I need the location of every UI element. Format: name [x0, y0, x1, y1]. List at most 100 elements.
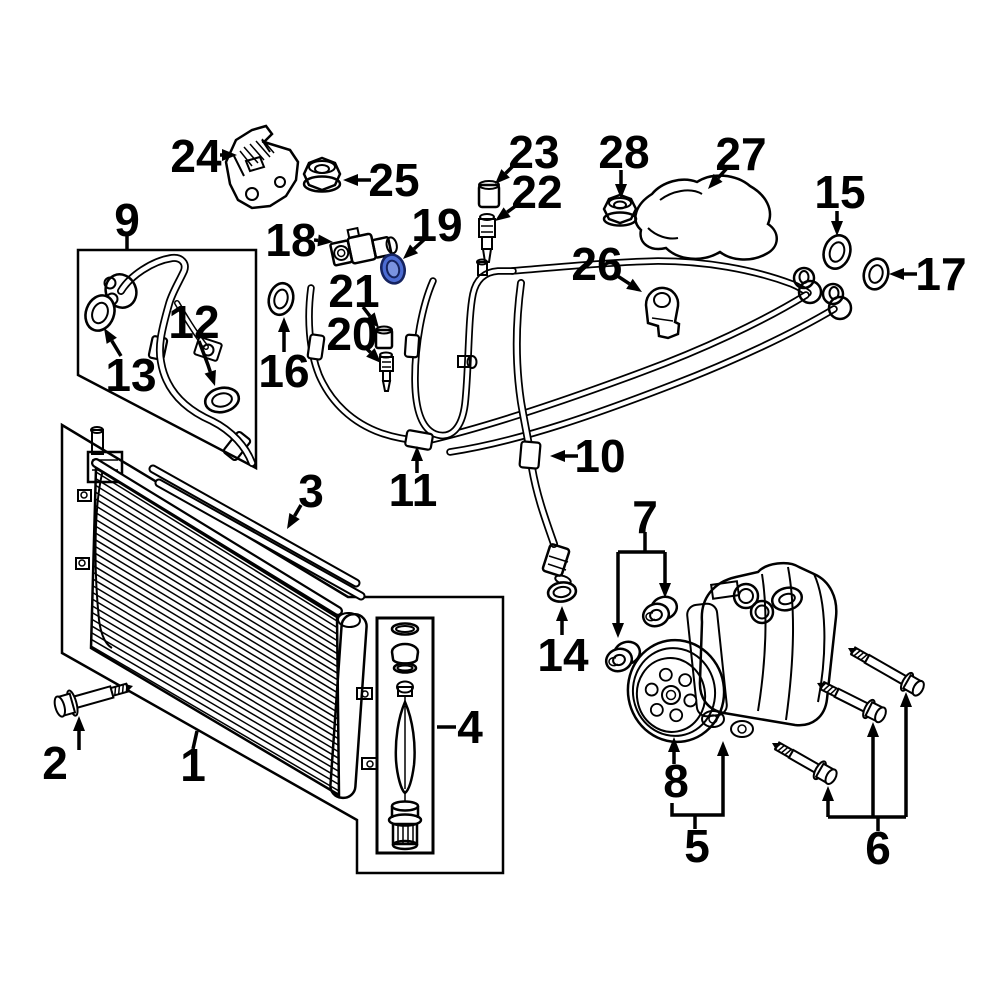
bolt	[817, 680, 887, 724]
part-number[interactable]: 19	[411, 199, 462, 251]
callout-27[interactable]: 27	[708, 128, 767, 189]
mount-bracket	[224, 124, 300, 210]
o-ring-17	[862, 257, 890, 291]
kit-o-ring-b	[392, 662, 418, 674]
o-ring-13	[84, 294, 116, 332]
callout-2[interactable]: 2	[42, 716, 85, 789]
compressor-nuts	[604, 595, 679, 673]
refrigerant-pipes	[305, 257, 838, 548]
callout-13[interactable]: 13	[104, 328, 157, 401]
valve-core-20	[379, 351, 394, 392]
part-number[interactable]: 2	[42, 737, 68, 789]
callout-24[interactable]: 24	[170, 130, 237, 182]
part-number[interactable]: 15	[814, 166, 865, 218]
valve-cap-21	[374, 325, 394, 350]
part-number[interactable]: 22	[511, 166, 562, 218]
bolt	[772, 741, 838, 785]
part-number[interactable]: 5	[684, 820, 710, 872]
mount-nut	[604, 640, 642, 673]
bolt	[848, 646, 925, 697]
callout-10[interactable]: 10	[550, 430, 626, 482]
callout-8[interactable]: 8	[663, 737, 689, 807]
part-number[interactable]: 12	[168, 296, 219, 348]
part-number[interactable]: 7	[632, 491, 658, 543]
bolt	[53, 682, 133, 718]
part-number[interactable]: 18	[265, 214, 316, 266]
callout-26[interactable]: 26	[571, 238, 642, 292]
mount-nut	[641, 595, 679, 628]
callout-21[interactable]: 21	[328, 265, 380, 328]
part-number[interactable]: 23	[508, 126, 559, 178]
part-number[interactable]: 28	[598, 126, 649, 178]
callout-9[interactable]: 9	[114, 194, 140, 250]
compressor-bolts	[772, 646, 925, 785]
kit-o-ring-a	[390, 622, 420, 636]
callout-28[interactable]: 28	[598, 126, 650, 199]
callout-12[interactable]: 12	[168, 296, 220, 386]
part-number[interactable]: 3	[298, 465, 324, 517]
hose-end-fitting	[541, 543, 572, 586]
flange-nut-28	[602, 193, 638, 227]
pipe-collars	[147, 333, 542, 470]
part-number[interactable]: 26	[571, 238, 622, 290]
pipe-collar	[403, 333, 421, 359]
part-number[interactable]: 9	[114, 194, 140, 246]
callout-17[interactable]: 17	[889, 248, 967, 300]
pipe-end-fittings	[792, 266, 853, 321]
callout-6[interactable]: 6	[822, 692, 912, 874]
box-1-condenser	[60, 422, 505, 875]
condenser-core	[89, 465, 341, 798]
flange-nut-25	[302, 156, 342, 193]
part-number[interactable]: 11	[389, 464, 438, 516]
part-number[interactable]: 21	[328, 265, 379, 317]
box-9-hose-assembly	[76, 248, 258, 471]
callout-15[interactable]: 15	[814, 166, 866, 236]
part-number[interactable]: 8	[663, 755, 689, 807]
part-number[interactable]: 27	[715, 128, 766, 180]
part-number[interactable]: 16	[258, 345, 309, 397]
o-ring-15	[822, 234, 852, 270]
part-number[interactable]: 1	[180, 739, 206, 791]
valve-core-22	[477, 213, 496, 276]
callout-22[interactable]: 22	[495, 166, 563, 221]
o-ring-14	[546, 581, 578, 603]
condenser-parts	[75, 426, 378, 800]
heat-shield	[634, 174, 778, 261]
part-number[interactable]: 6	[865, 822, 891, 874]
valve-cap-23	[477, 180, 501, 209]
condenser-bolt	[53, 682, 133, 718]
service-valve-18	[329, 226, 398, 267]
pipe-clip	[644, 286, 681, 340]
callout-19[interactable]: 19	[403, 199, 463, 259]
callout-3[interactable]: 3	[287, 465, 324, 529]
callout-16[interactable]: 16	[258, 317, 310, 397]
callout-4[interactable]: 4	[437, 701, 483, 753]
part-number[interactable]: 10	[574, 430, 625, 482]
callout-14[interactable]: 14	[537, 606, 589, 681]
pipe-stubs	[457, 258, 488, 369]
pipe-collar	[518, 440, 542, 470]
compressor	[626, 561, 838, 744]
callout-25[interactable]: 25	[343, 154, 420, 206]
pipe-collar	[404, 429, 434, 451]
drier-kit-parts	[387, 642, 423, 851]
part-number[interactable]: 4	[457, 701, 483, 753]
callout-23[interactable]: 23	[495, 126, 560, 184]
part-number[interactable]: 13	[105, 349, 156, 401]
callout-5[interactable]: 5	[670, 741, 729, 872]
part-number[interactable]: 17	[915, 248, 966, 300]
callout-18[interactable]: 18	[265, 214, 333, 266]
callout-7[interactable]: 7	[612, 491, 671, 638]
clutch-pulley	[626, 638, 726, 744]
box-4-drier-kit	[375, 616, 435, 855]
callout-1[interactable]: 1	[180, 730, 206, 791]
box-9-contents	[117, 253, 256, 467]
part-number[interactable]: 25	[368, 154, 419, 206]
part-number[interactable]: 14	[537, 629, 589, 681]
o-ring-19-highlight[interactable]	[378, 252, 407, 286]
callout-11[interactable]: 11	[389, 446, 438, 516]
part-number[interactable]: 24	[170, 130, 222, 182]
gasket-12	[203, 386, 241, 414]
pipe-collar	[306, 333, 326, 361]
